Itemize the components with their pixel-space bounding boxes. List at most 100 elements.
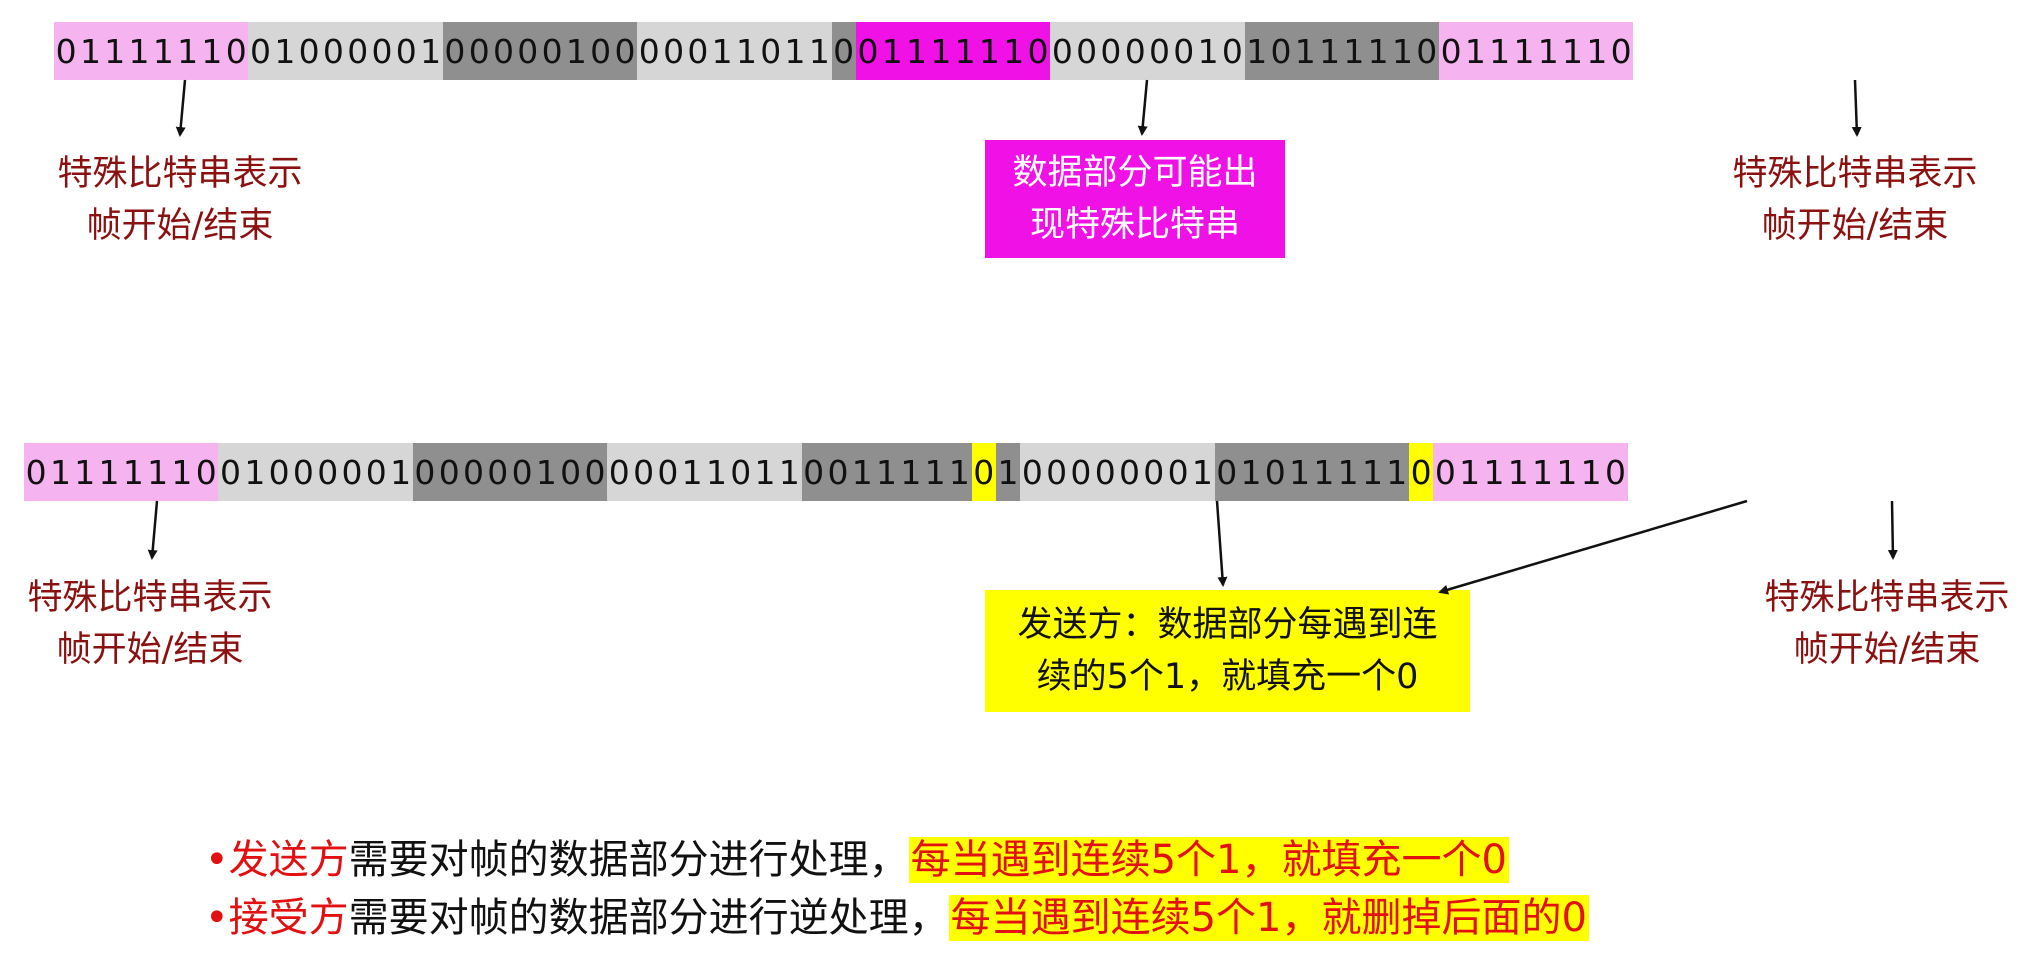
bit-cell: 1 (534, 443, 559, 501)
bullet-receiver-highlight: 每当遇到连续5个1，就删掉后面的0 (948, 895, 1589, 941)
bit-cell: 1 (1287, 443, 1312, 501)
bit-cell: 1 (199, 22, 225, 80)
bit-cell: 1 (1238, 443, 1264, 501)
bit-cell: 1 (242, 443, 267, 501)
bit-cell: 0 (558, 443, 583, 501)
bit-cell: 1 (1317, 22, 1342, 80)
arrow-frame2-stuff2 (1438, 499, 1748, 595)
bit-cell: 0 (612, 22, 638, 80)
bit-cell: 1 (126, 22, 152, 80)
bit-cell: 0 (1414, 22, 1439, 80)
frame1-label-right-line1: 特殊比特串表示 (1732, 154, 1978, 194)
bit-cell: 0 (1074, 22, 1099, 80)
bit-cell: 1 (1390, 22, 1415, 80)
bit-cell: 0 (296, 22, 322, 80)
bit-cell: 1 (1506, 443, 1531, 501)
bit-cell: 1 (782, 22, 808, 80)
bit-cell: 1 (1457, 443, 1482, 501)
bit-cell: 1 (72, 443, 97, 501)
bit-cell: 1 (151, 22, 176, 80)
bit-cell: 1 (1195, 22, 1221, 80)
bit-cell: 0 (1165, 443, 1191, 501)
frame2-label-left-line1: 特殊比特串表示 (27, 578, 273, 618)
bit-cell: 0 (485, 443, 510, 501)
arrow-frame2-right (1887, 500, 1898, 560)
bit-cell: 1 (734, 22, 759, 80)
bullet-sender-text: 需要对帧的数据部分进行处理， (348, 837, 909, 883)
bit-cell: 1 (96, 443, 122, 501)
bit-cell: 1 (48, 443, 73, 501)
bullet-sender-highlight: 每当遇到连续5个1，就填充一个0 (908, 837, 1509, 883)
bit-cell: 1 (1360, 443, 1385, 501)
bit-cell: 0 (1050, 22, 1075, 80)
bit-cell: 1 (850, 443, 875, 501)
bit-cell: 1 (1463, 22, 1488, 80)
bit-cell: 0 (1068, 443, 1094, 501)
bit-cell: 1 (388, 443, 413, 501)
frame1-callout-special-bits: 数据部分可能出 现特殊比特串 (985, 140, 1285, 258)
bit-cell: 0 (24, 443, 49, 501)
bit-cell: 1 (874, 443, 899, 501)
bit-cell: 0 (369, 22, 395, 80)
bit-cell: 0 (442, 22, 468, 80)
bit-cell: 1 (418, 22, 443, 80)
bit-cell: 0 (266, 443, 292, 501)
bit-cell: 0 (339, 443, 365, 501)
bit-cell: 0 (1123, 22, 1148, 80)
bit-cell: 1 (710, 22, 735, 80)
bullet-dot: • (205, 837, 229, 883)
bit-cell: 0 (631, 443, 656, 501)
bit-cell: 0 (1098, 22, 1124, 80)
bit-cell: 1 (1560, 22, 1585, 80)
bit-cell: 0 (1268, 22, 1294, 80)
frame1-label-left-line1: 特殊比特串表示 (57, 154, 303, 194)
bit-cell: 0 (661, 22, 686, 80)
bit-cell: 0 (1117, 443, 1142, 501)
bit-cell: 0 (685, 22, 711, 80)
bit-cell: 1 (102, 22, 127, 80)
bit-cell: 1 (1530, 443, 1555, 501)
bit-cell: 0 (54, 22, 79, 80)
frame2-callout-bit-stuffing: 发送方：数据部分每遇到连 续的5个1，就填充一个0 (985, 590, 1470, 712)
bit-cell: 0 (1220, 22, 1245, 80)
frame2-label-right-line1: 特殊比特串表示 (1764, 578, 2010, 618)
bit-cell: 0 (224, 22, 249, 80)
frame1-callout-line1: 数据部分可能出 (1012, 153, 1258, 193)
arrow-frame1-left (175, 79, 187, 137)
bit-cell: 0 (509, 443, 535, 501)
bit-cell: 1 (680, 443, 705, 501)
bit-cell: 0 (194, 443, 219, 501)
bit-cell: 1 (1311, 443, 1337, 501)
bit-cell: 0 (855, 22, 881, 80)
bit-cell: 1 (1579, 443, 1604, 501)
bit-cell: 0 (437, 443, 462, 501)
bullet-sender-term: 发送方 (228, 837, 349, 883)
frame2-label-right-line2: 帧开始/结束 (1793, 630, 1981, 670)
bit-cell: 0 (582, 443, 608, 501)
bit-cell: 0 (491, 22, 516, 80)
bit-cell: 0 (1020, 443, 1045, 501)
bit-cell: 0 (1093, 443, 1118, 501)
arrow-frame2-left (147, 500, 159, 560)
bit-cell: 0 (1141, 443, 1166, 501)
bit-cell: 0 (1603, 443, 1628, 501)
bit-cell: 0 (655, 443, 681, 501)
bit-cell: 1 (1511, 22, 1537, 80)
bit-cell: 1 (1554, 443, 1579, 501)
bit-cell: 0 (607, 443, 632, 501)
bit-cell: 1 (1487, 22, 1512, 80)
bit-cell: 0 (248, 22, 273, 80)
bit-cell: 1 (145, 443, 170, 501)
frame2-label-left: 特殊比特串表示 帧开始/结束 (0, 572, 300, 676)
arrow-frame2-stuff1 (1215, 500, 1228, 587)
bit-cell: 0 (412, 443, 438, 501)
bit-cell: 1 (898, 443, 923, 501)
bit-cell: 0 (971, 443, 996, 501)
frame1-callout-line2: 现特殊比特串 (1029, 205, 1240, 245)
frame1-label-left-line2: 帧开始/结束 (86, 206, 274, 246)
bit-cell: 1 (1584, 22, 1609, 80)
bit-cell: 0 (825, 443, 851, 501)
